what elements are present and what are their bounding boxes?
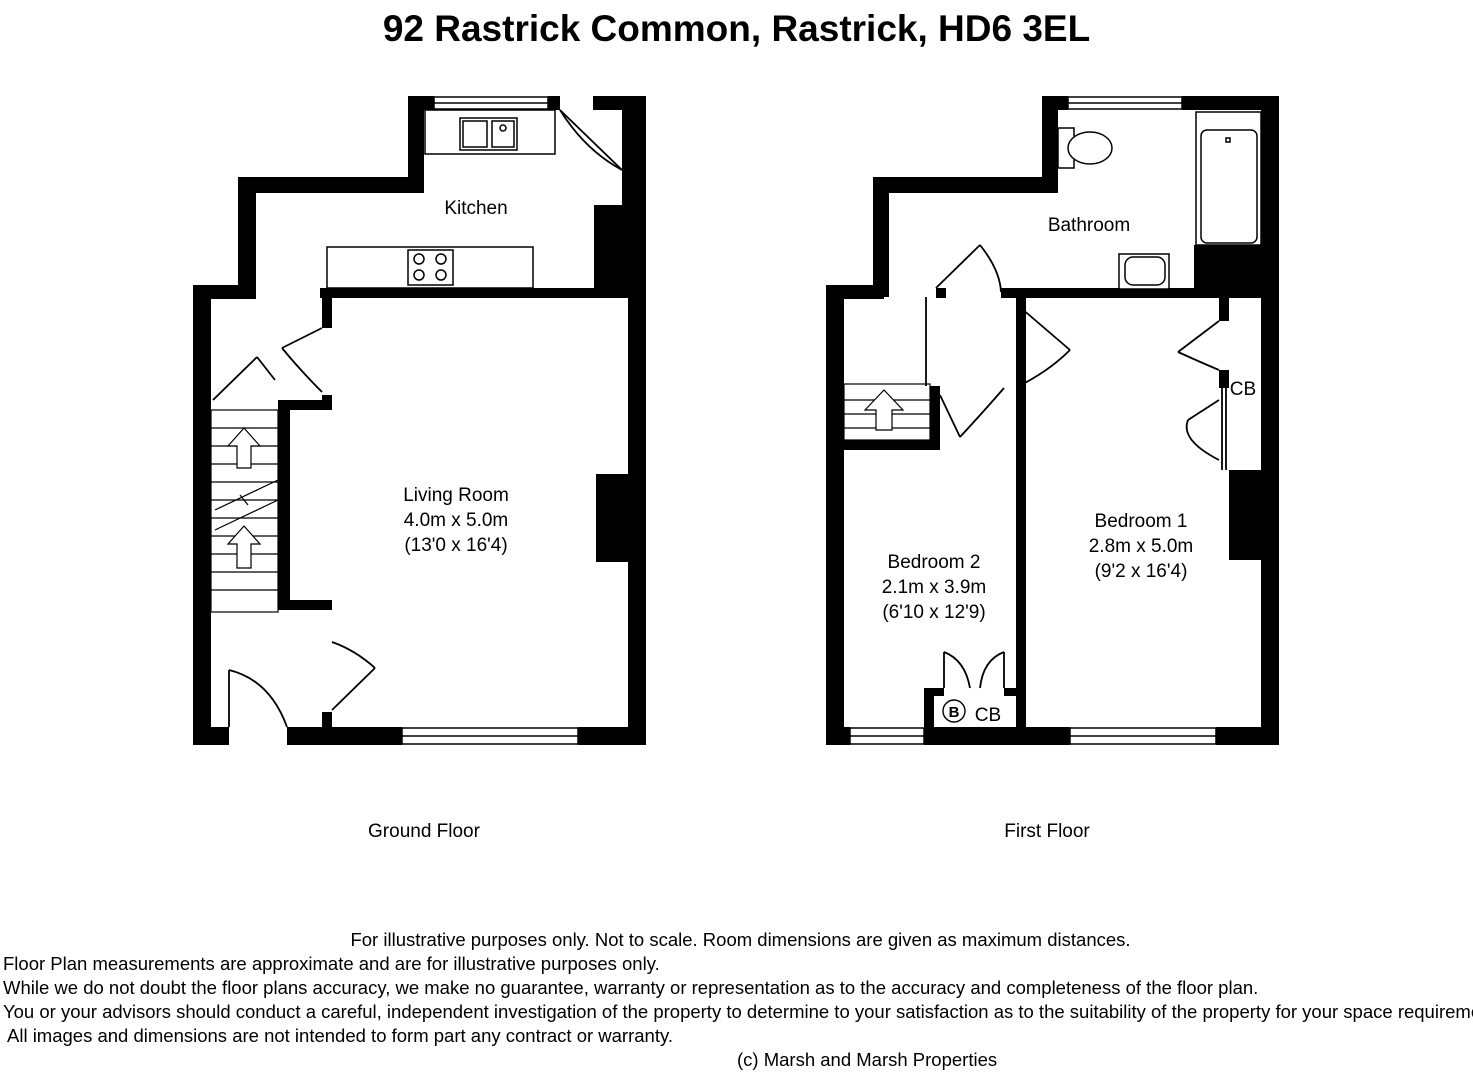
cupboard-label-bedroom-1: CB xyxy=(1230,379,1256,400)
cupboard-label-bedroom-2: CB xyxy=(975,705,1001,726)
bathroom-fixtures xyxy=(1057,111,1262,290)
page-title: 92 Rastrick Common, Rastrick, HD6 3EL xyxy=(382,8,1091,49)
ground-floor-walls xyxy=(193,96,646,745)
first-floor-windows xyxy=(849,96,1217,745)
living-room-label: Living Room xyxy=(403,485,509,506)
disclaimer-line-5: All images and dimensions are not intend… xyxy=(7,1025,673,1046)
ground-floor-plan xyxy=(193,96,646,745)
first-floor-walls xyxy=(826,96,1279,745)
kitchen-units xyxy=(326,109,556,289)
bathroom-label: Bathroom xyxy=(1048,215,1130,236)
disclaimer-line-1: For illustrative purposes only. Not to s… xyxy=(350,929,1131,950)
copyright-notice: (c) Marsh and Marsh Properties xyxy=(737,1049,998,1070)
ground-floor-label: Ground Floor xyxy=(368,821,481,842)
ground-floor-stairs xyxy=(210,409,279,613)
ground-floor-windows xyxy=(401,96,579,745)
bedroom-2-metric: 2.1m x 3.9m xyxy=(882,577,987,598)
first-floor-plan: B xyxy=(826,96,1279,745)
disclaimer-line-4: You or your advisors should conduct a ca… xyxy=(3,1001,1473,1022)
disclaimer-line-2: Floor Plan measurements are approximate … xyxy=(3,953,660,974)
disclaimer-line-3: While we do not doubt the floor plans ac… xyxy=(3,977,1259,998)
living-room-metric: 4.0m x 5.0m xyxy=(404,510,509,531)
first-floor-label: First Floor xyxy=(1004,821,1090,842)
bedroom-1-imperial: (9'2 x 16'4) xyxy=(1095,561,1188,582)
first-floor-stairs xyxy=(843,383,931,441)
boiler-icon: B xyxy=(942,699,966,723)
bedroom-2-imperial: (6'10 x 12'9) xyxy=(882,602,985,623)
bedroom-2-label: Bedroom 2 xyxy=(888,552,981,573)
ground-floor-doors xyxy=(212,109,623,728)
bedroom-1-label: Bedroom 1 xyxy=(1095,511,1188,532)
bedroom-1-metric: 2.8m x 5.0m xyxy=(1089,536,1194,557)
living-room-imperial: (13'0 x 16'4) xyxy=(404,535,507,556)
first-floor-doors xyxy=(925,244,1227,689)
kitchen-label: Kitchen xyxy=(444,198,507,219)
boiler-symbol: B xyxy=(949,704,960,721)
